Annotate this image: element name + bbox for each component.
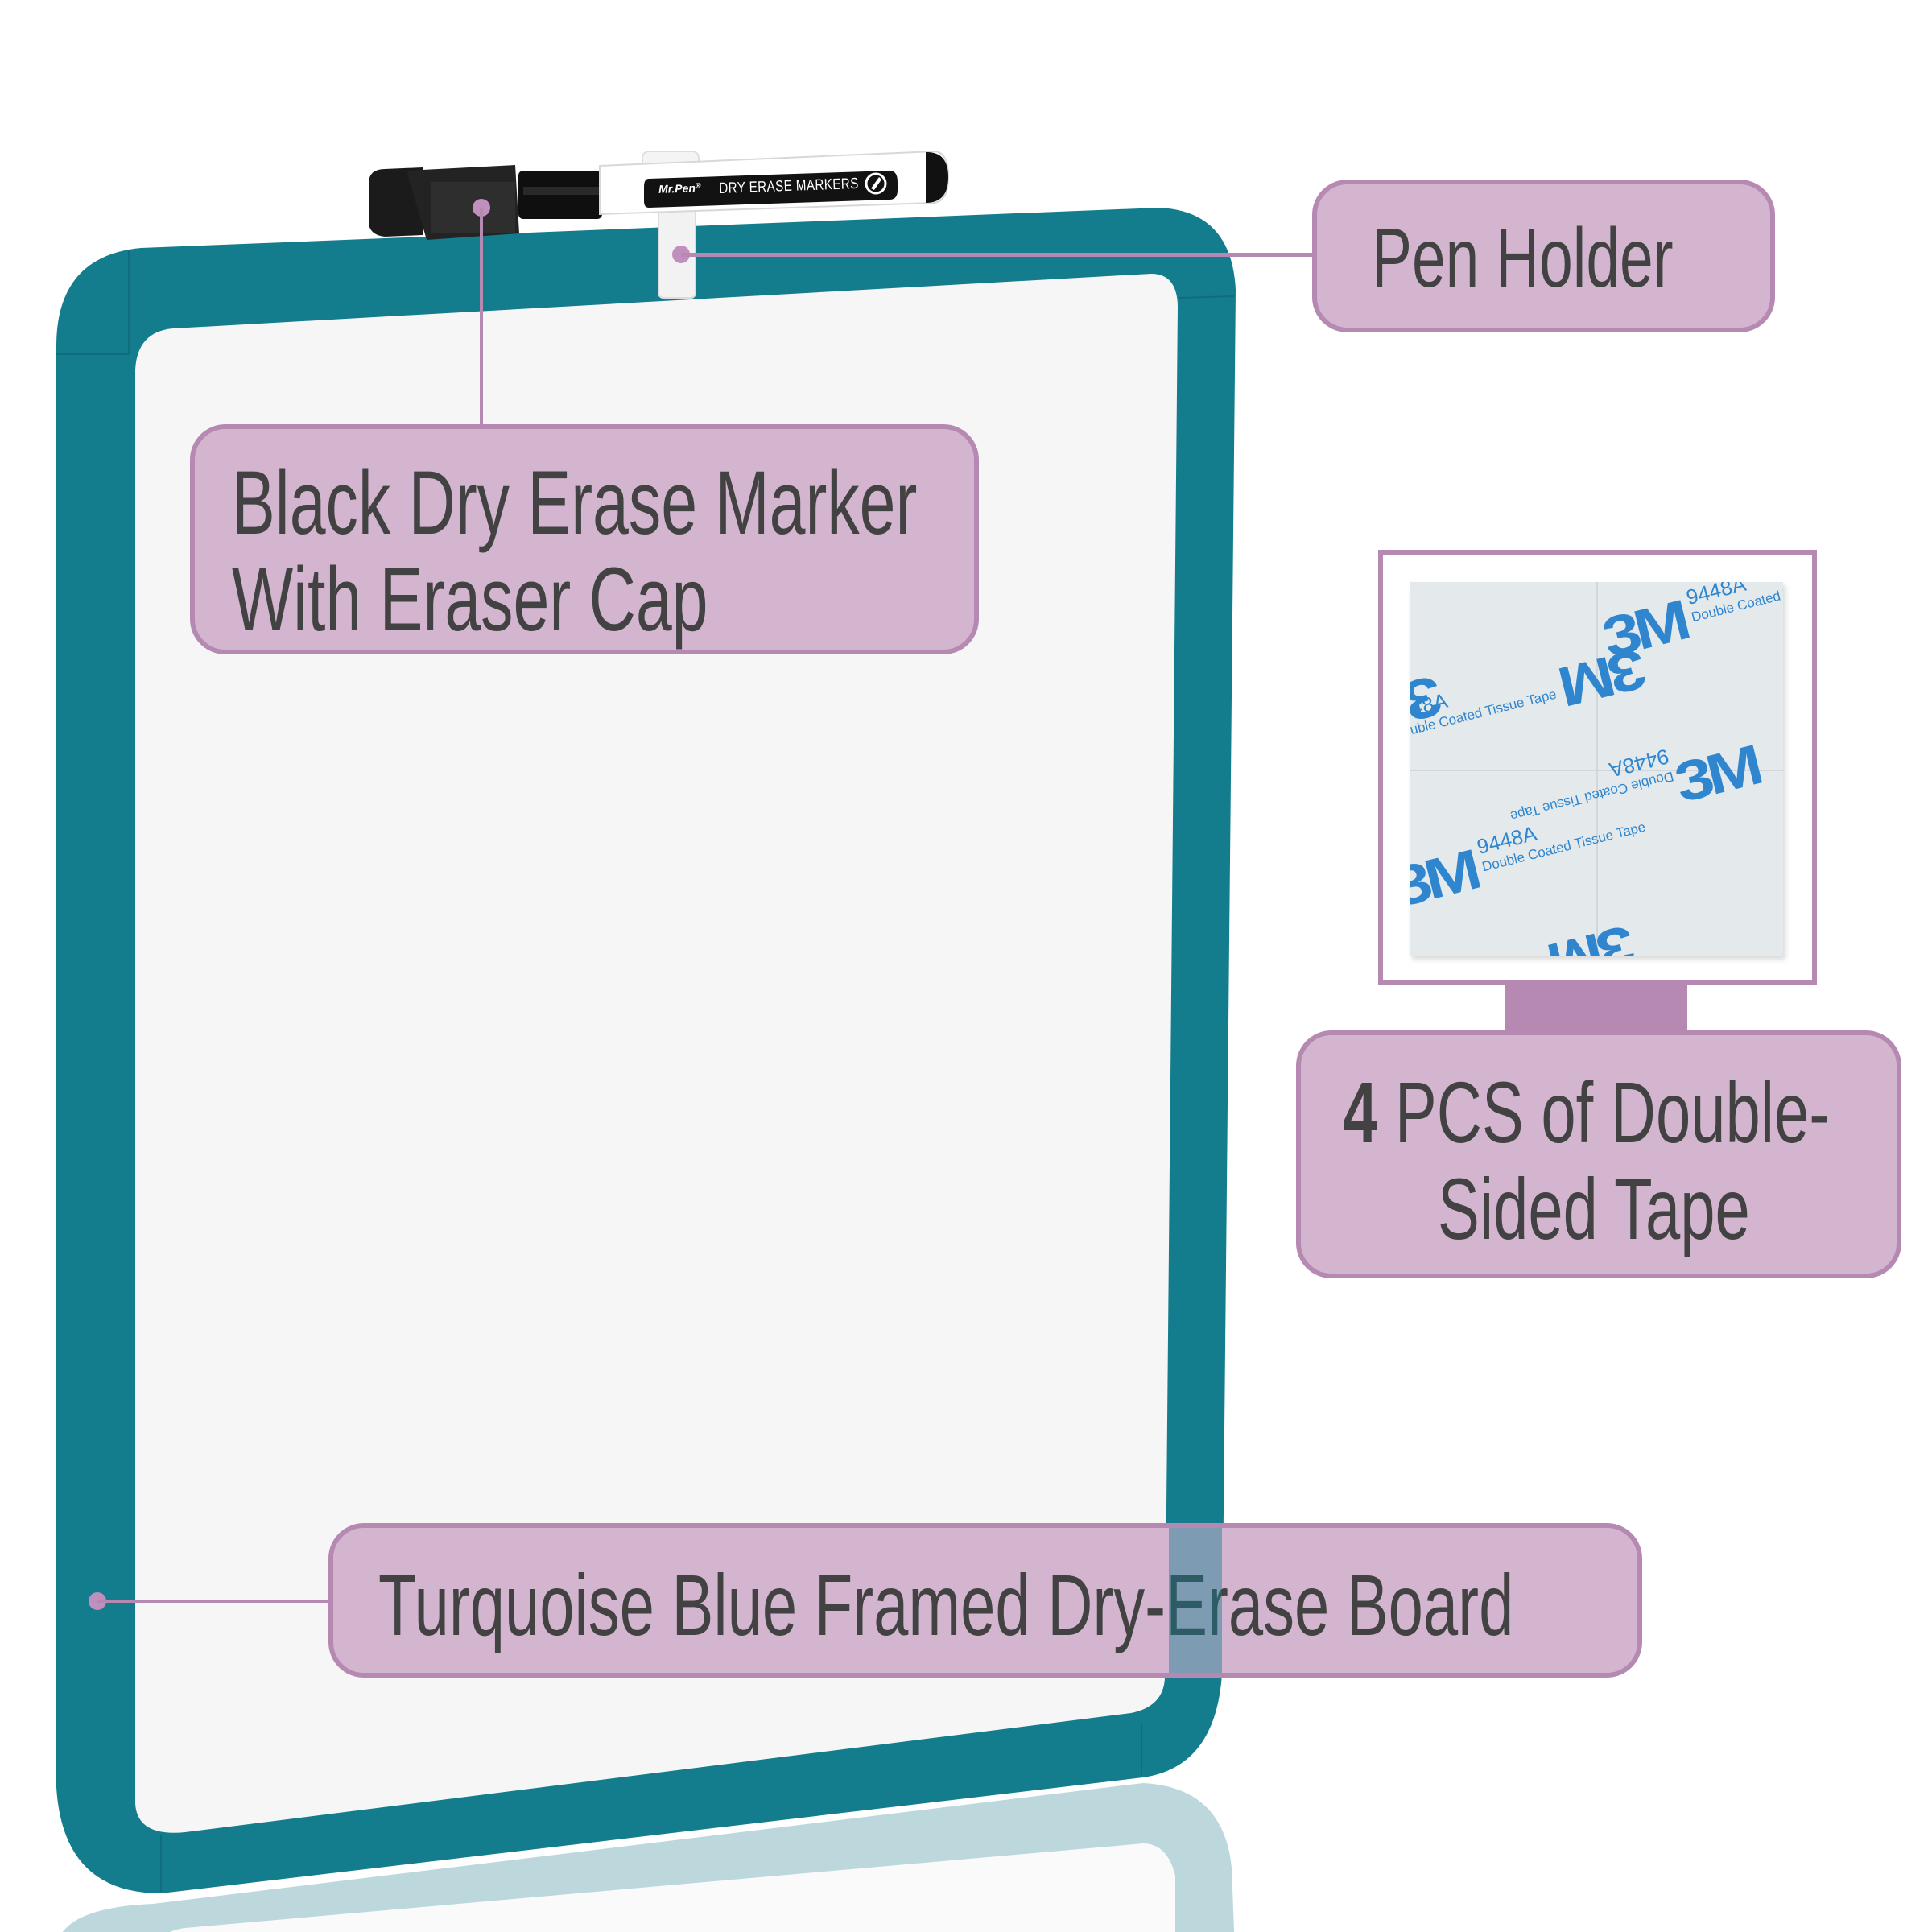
board-callout-text: Turquoise Blue Framed Dry-Erase Board bbox=[378, 1556, 1514, 1653]
tape-print: 3M bbox=[1557, 636, 1653, 718]
marker-callout-leader bbox=[480, 208, 483, 427]
tape-photo: 3M 9448A Double Coated Tissue Tape 9448A… bbox=[1410, 582, 1783, 956]
marker-callout-line2: With Eraser Cap bbox=[232, 549, 708, 650]
tape-callout-line2: Sided Tape bbox=[1438, 1160, 1750, 1257]
marker-callout: Black Dry Erase Marker With Eraser Cap bbox=[190, 424, 979, 654]
tape-callout-line1: 4 PCS of Double- bbox=[1343, 1069, 1830, 1156]
board-callout: Turquoise Blue Framed Dry-Erase Board bbox=[328, 1523, 1642, 1678]
board-surface bbox=[135, 274, 1178, 1833]
marker-callout-line1: Black Dry Erase Marker bbox=[232, 452, 918, 553]
registered-mark: ® bbox=[695, 181, 701, 190]
tape-print: 3M bbox=[1546, 913, 1642, 956]
board-callout-leader bbox=[97, 1600, 330, 1603]
pen-holder-callout-leader bbox=[681, 253, 1317, 257]
tape-connector-bar bbox=[1505, 984, 1687, 1034]
dry-erase-marker bbox=[369, 150, 950, 240]
tape-seam-horizontal bbox=[1410, 769, 1783, 771]
marker-brand-text: Mr.Pen bbox=[658, 181, 696, 196]
pen-holder-callout: Pen Holder bbox=[1312, 180, 1775, 332]
board-reflection bbox=[62, 1783, 1235, 1932]
tape-callout-line1-text: PCS of Double- bbox=[1377, 1063, 1831, 1161]
pen-holder-callout-text: Pen Holder bbox=[1372, 212, 1674, 305]
frame-overlap-band bbox=[1169, 1528, 1222, 1673]
tape-callout: 4 PCS of Double- Sided Tape bbox=[1296, 1030, 1901, 1278]
tape-print: 3M bbox=[1668, 733, 1765, 815]
marker-brand: Mr.Pen® bbox=[658, 181, 701, 196]
tape-count: 4 bbox=[1343, 1063, 1378, 1161]
